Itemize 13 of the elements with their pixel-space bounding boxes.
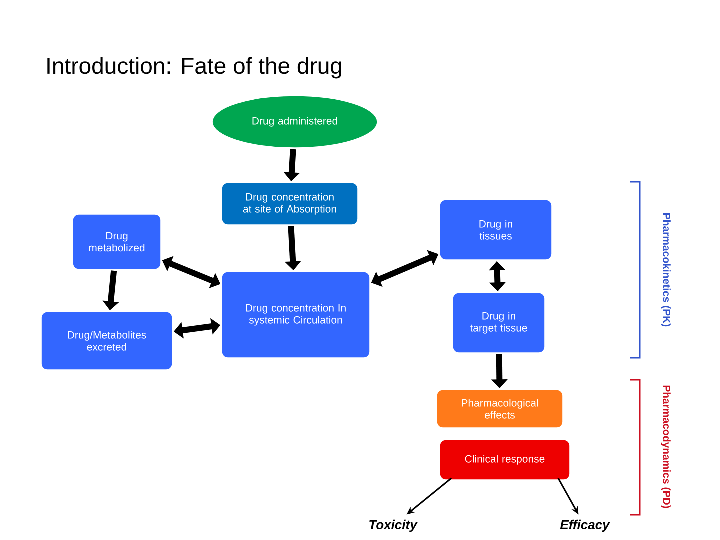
process-box: Drug concentration at site of Absorption [222,182,358,226]
process-box: Clinical response [440,440,570,480]
outcome-label: Efficacy [560,520,610,532]
process-box: Pharmacological effects [436,390,564,428]
process-box: Drug/Metabolites excreted [41,312,173,370]
process-box: Drug concentration In systemic Circulation [222,272,370,358]
process-box: Drug in target tissue [452,292,546,354]
outcome-label: Toxicity [370,520,418,532]
label: Pharmacodynamics (PD) [661,386,671,508]
title: Introduction: Fate of the drug [48,57,342,79]
process-box: Drug in tissues [440,200,552,260]
process-box: Drug metabolized [72,214,162,270]
label: Pharmacokinetics (PK) [661,214,671,327]
